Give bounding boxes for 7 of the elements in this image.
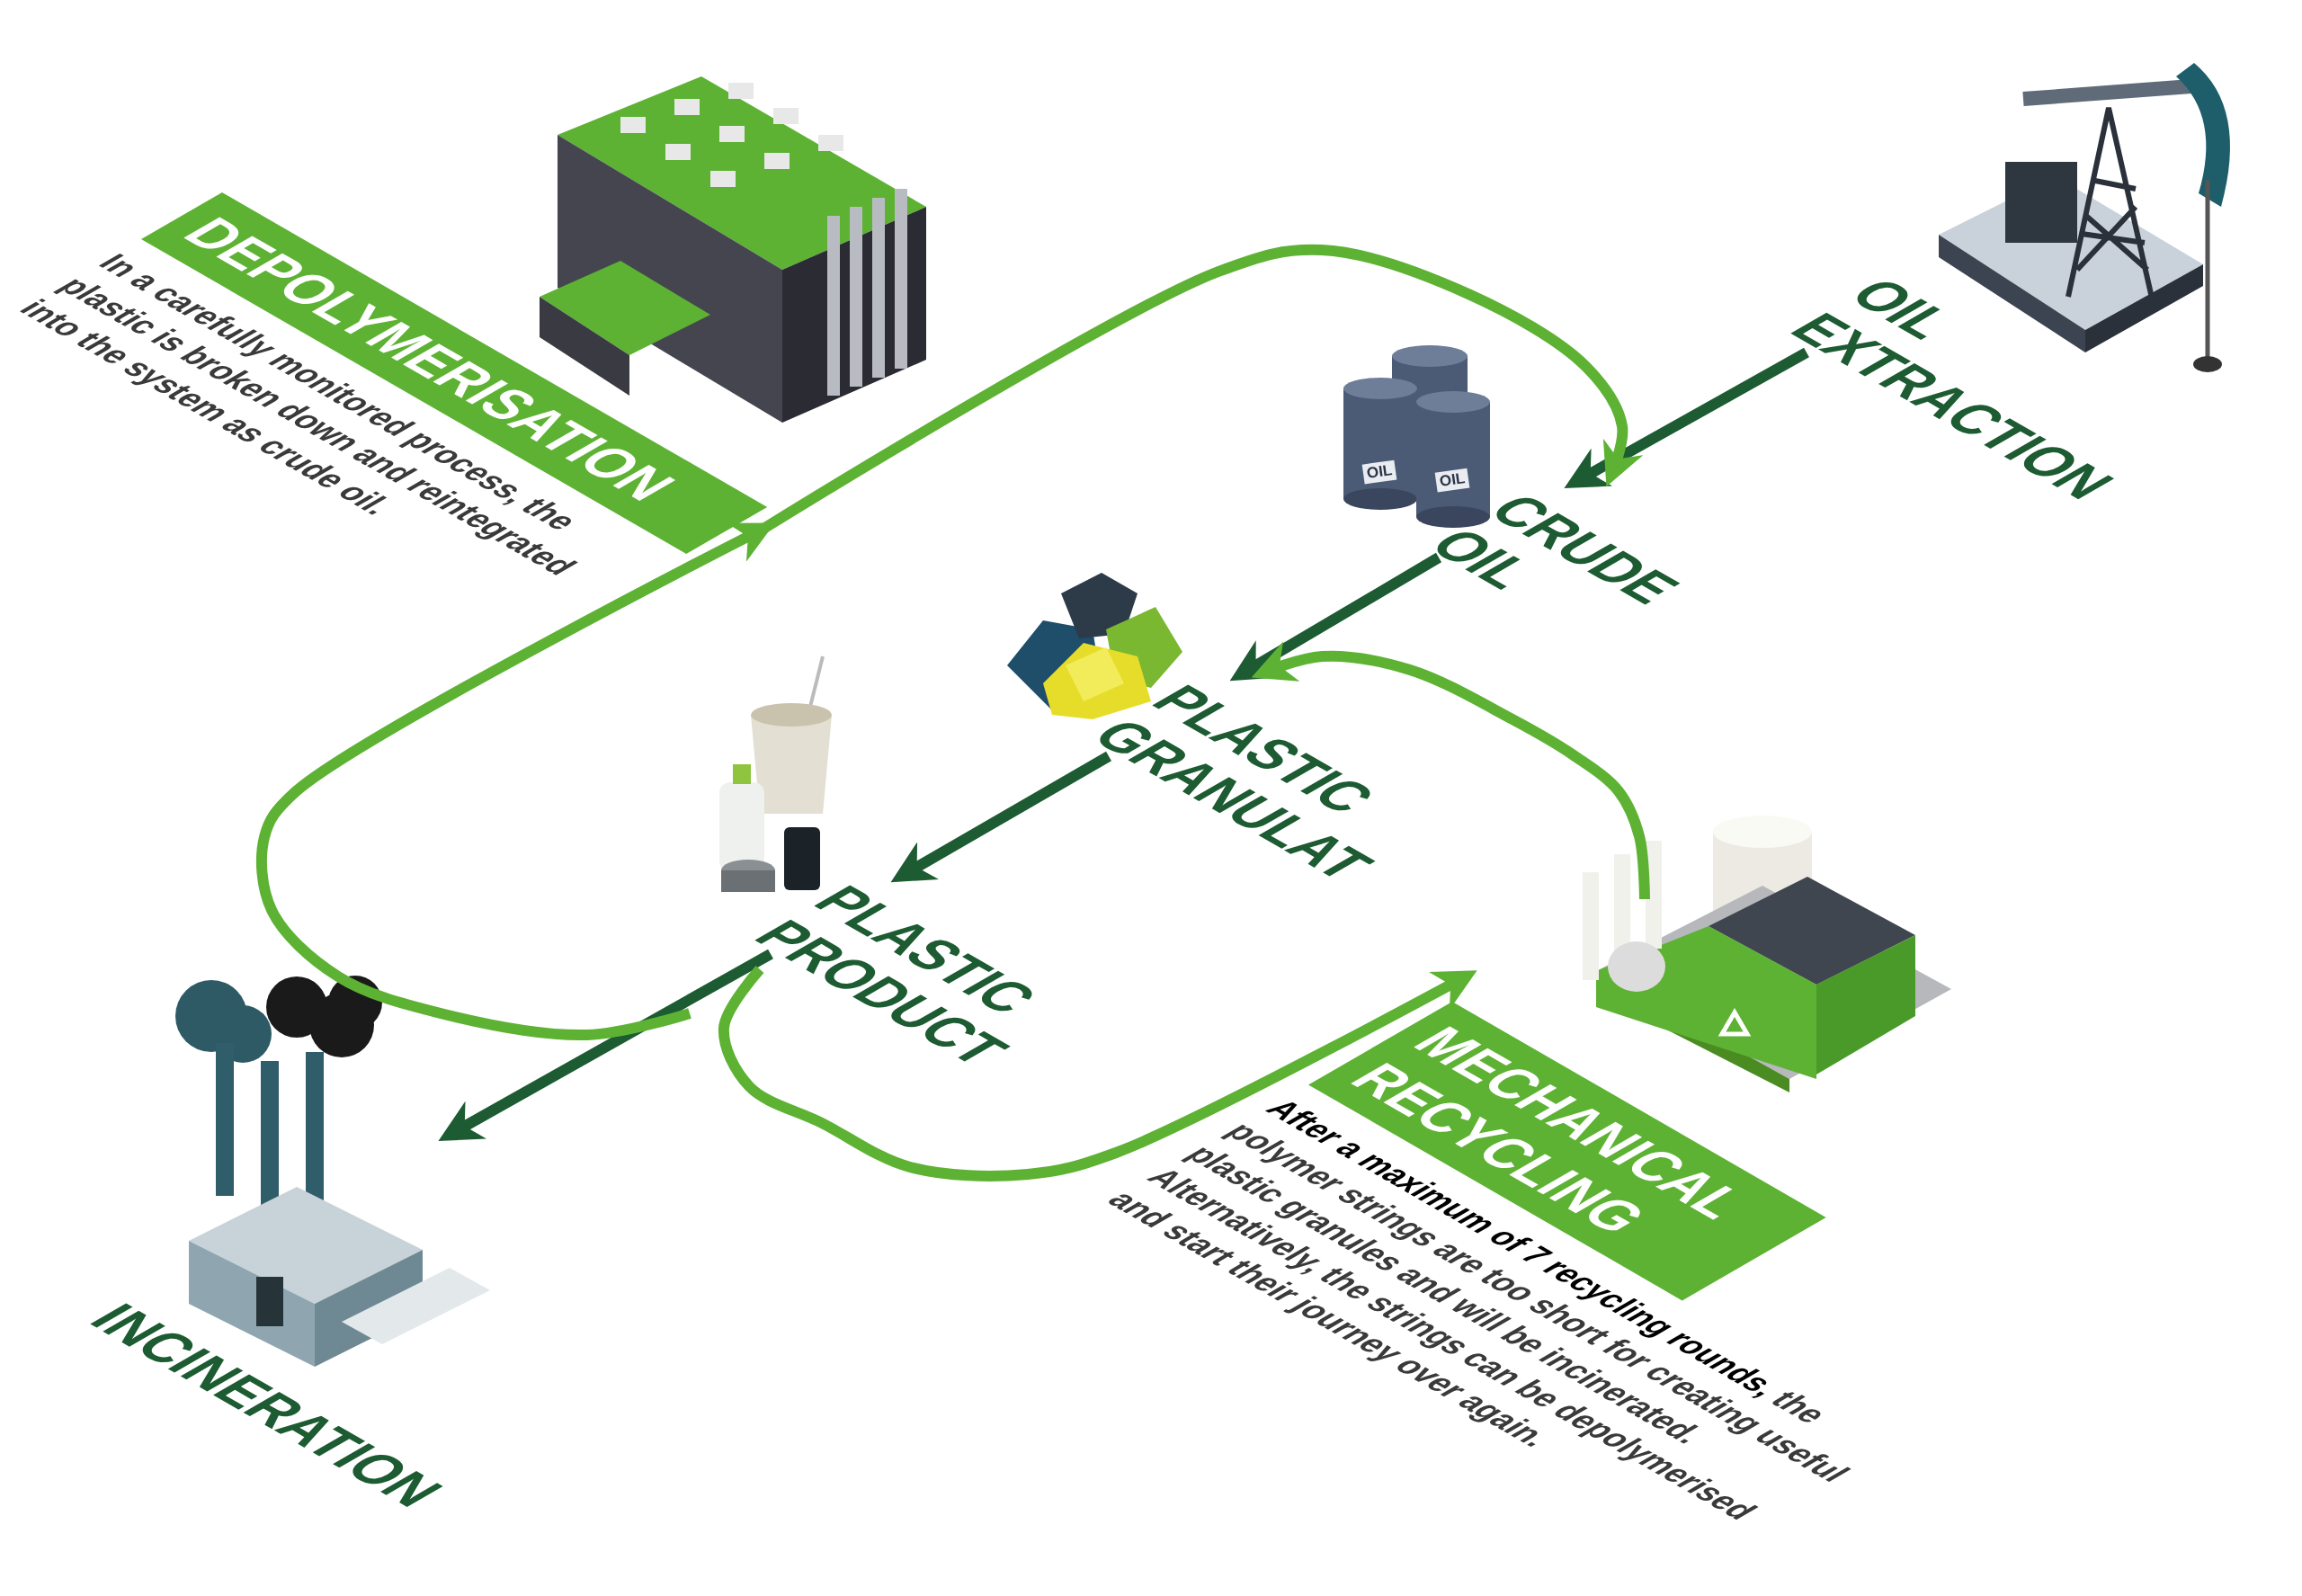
flow-arrow (1251, 641, 1650, 900)
flow-arrow (1564, 347, 1809, 489)
flow-arrow (1229, 552, 1442, 682)
flow-arrow (760, 244, 1643, 534)
flow-arrow (718, 966, 1477, 1181)
flow-arrow (890, 751, 1111, 883)
flow-arrow (438, 949, 773, 1142)
